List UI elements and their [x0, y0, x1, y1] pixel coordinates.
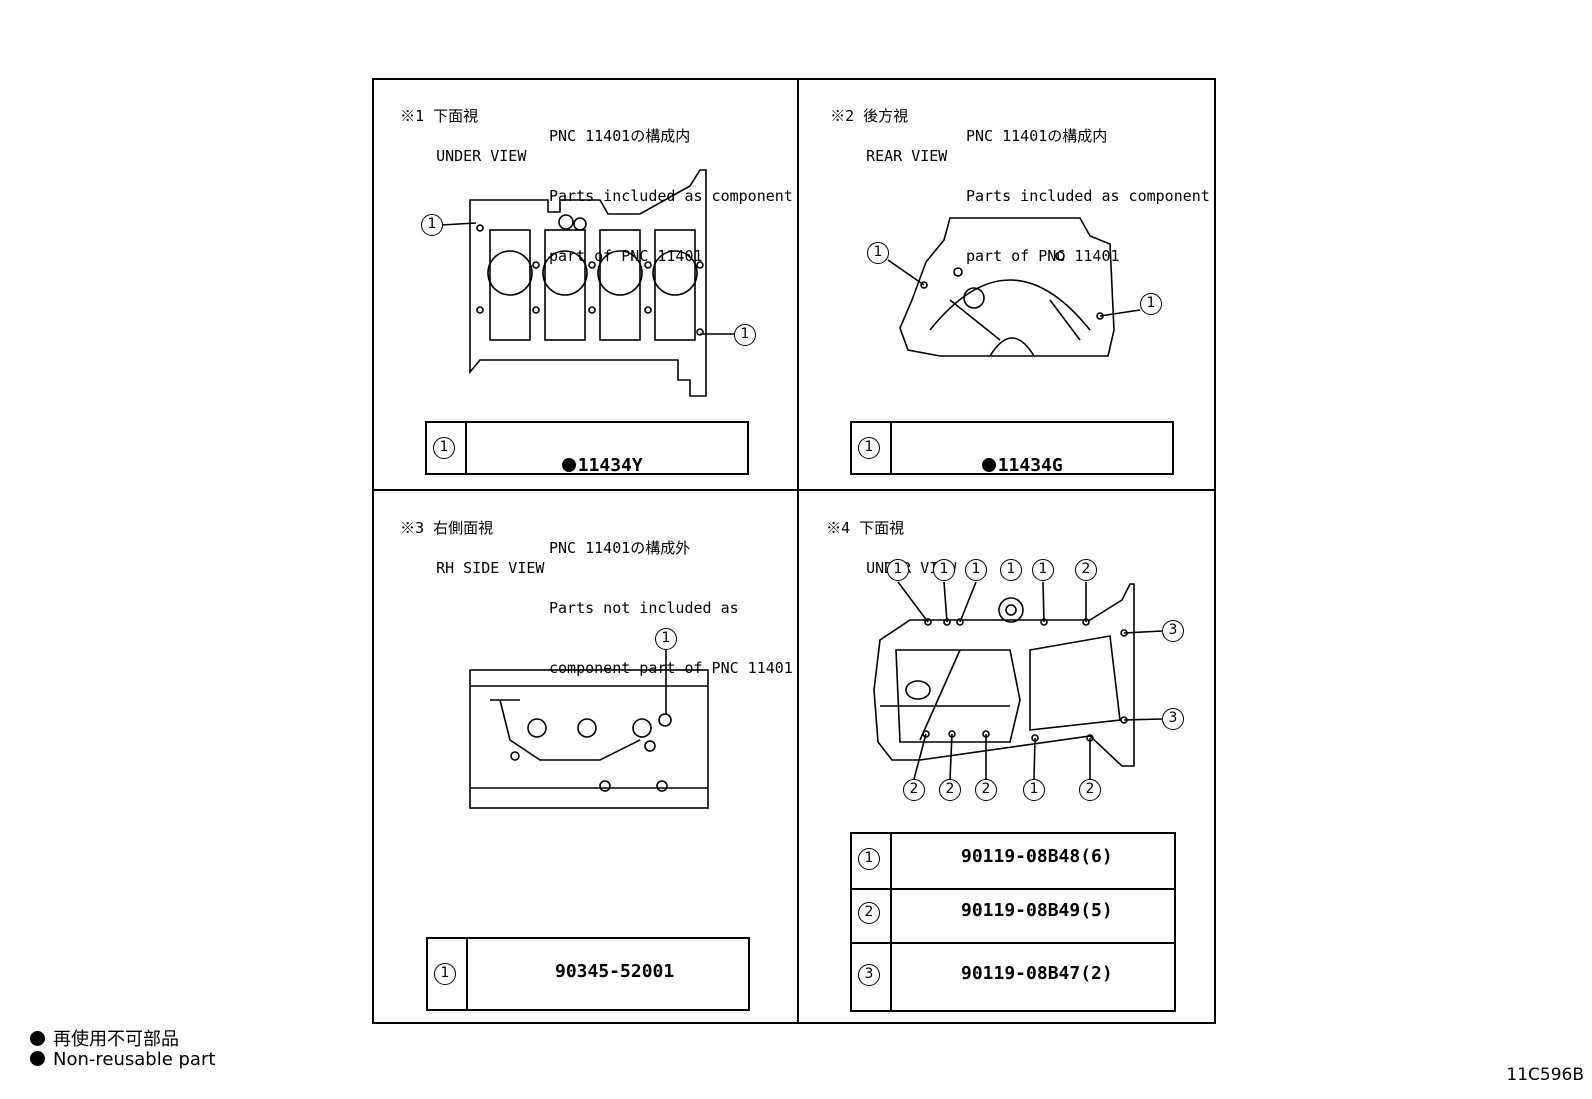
panel2-note-line: Parts included as component [966, 187, 1210, 205]
panel3-header: ※3 右側面視 RH SIDE VIEW [382, 498, 544, 578]
diagram-frame [372, 78, 1216, 1024]
panel2-view-en: REAR VIEW [866, 147, 948, 165]
panel3-view-jp: 右側面視 [433, 519, 494, 537]
panel1-callout: 1 [421, 214, 443, 236]
bullet-dot-icon [30, 1051, 45, 1066]
panel3-note-line: PNC 11401の構成外 [549, 539, 691, 557]
panel4-view-jp: 下面視 [859, 519, 905, 537]
panel1-view-jp: 下面視 [433, 107, 479, 125]
legend-en: Non-reusable part [30, 1049, 215, 1070]
block-rear-view-drawing [887, 217, 1141, 357]
panel2-parts-table [850, 421, 1174, 475]
panel2-callout: 1 [1140, 293, 1162, 315]
panel4-callout-bottom: 1 [1023, 779, 1045, 801]
panel4-callout-right: 3 [1162, 708, 1184, 730]
panel1-part-number[interactable]: 11434Y [540, 434, 643, 476]
panel4-part-number[interactable]: 90119-08B48(6) [961, 846, 1113, 867]
panel3-note-line: Parts not included as [549, 599, 739, 617]
panel2-header: ※2 後方視 REAR VIEW [812, 86, 947, 166]
non-reusable-dot-icon [981, 458, 996, 472]
block-under-view-drawing [440, 169, 734, 397]
panel4-callout-right: 3 [1162, 620, 1184, 642]
panel4-part-number[interactable]: 90119-08B47(2) [961, 963, 1113, 984]
panel3-marker: ※3 [400, 519, 425, 537]
panel1-row-ref: 1 [433, 437, 455, 459]
panel1-header: ※1 下面視 UNDER VIEW [382, 86, 526, 166]
panel3-callout: 1 [655, 628, 677, 650]
panel4-row-ref: 1 [858, 848, 880, 870]
panel4-callout-bottom: 2 [1079, 779, 1101, 801]
panel2-row-ref: 1 [858, 437, 880, 459]
panel1-callout: 1 [734, 324, 756, 346]
panel3-row-ref: 1 [434, 963, 456, 985]
panel2-part-number[interactable]: 11434G [960, 434, 1063, 476]
panel2-marker: ※2 [830, 107, 855, 125]
bullet-dot-icon [30, 1031, 45, 1046]
oilpan-under-view-drawing [873, 581, 1163, 780]
block-rh-side-drawing [469, 650, 709, 809]
panel1-view-en: UNDER VIEW [436, 147, 527, 165]
panel3-part-number[interactable]: 90345-52001 [555, 961, 675, 982]
panel4-callout-top: 2 [1075, 559, 1097, 581]
panel4-callout-bottom: 2 [939, 779, 961, 801]
panel4-callout-top: 1 [887, 559, 909, 581]
panel3-parts-table [426, 937, 750, 1011]
panel4-row-ref: 3 [858, 964, 880, 986]
vertical-divider [797, 78, 799, 1024]
panel4-callout-top: 1 [1000, 559, 1022, 581]
panel2-callout: 1 [867, 242, 889, 264]
panel2-note-line: PNC 11401の構成内 [966, 127, 1108, 145]
panel4-callout-bottom: 2 [903, 779, 925, 801]
non-reusable-dot-icon [561, 458, 576, 472]
panel4-parts-table [850, 832, 1176, 1012]
panel4-callout-top: 1 [965, 559, 987, 581]
panel3-view-en: RH SIDE VIEW [436, 559, 545, 577]
panel1-parts-table [425, 421, 749, 475]
panel4-callout-top: 1 [1032, 559, 1054, 581]
panel4-part-number[interactable]: 90119-08B49(5) [961, 900, 1113, 921]
panel4-row-ref: 2 [858, 902, 880, 924]
panel4-callout-top: 1 [933, 559, 955, 581]
panel4-callout-bottom: 2 [975, 779, 997, 801]
horizontal-divider [372, 489, 1216, 491]
illustration-code: 11C596B [1506, 1065, 1584, 1085]
panel4-marker: ※4 [826, 519, 851, 537]
legend-jp: 再使用不可部品 [30, 1025, 179, 1051]
panel2-view-jp: 後方視 [863, 107, 909, 125]
panel1-marker: ※1 [400, 107, 425, 125]
panel1-note-line: PNC 11401の構成内 [549, 127, 691, 145]
